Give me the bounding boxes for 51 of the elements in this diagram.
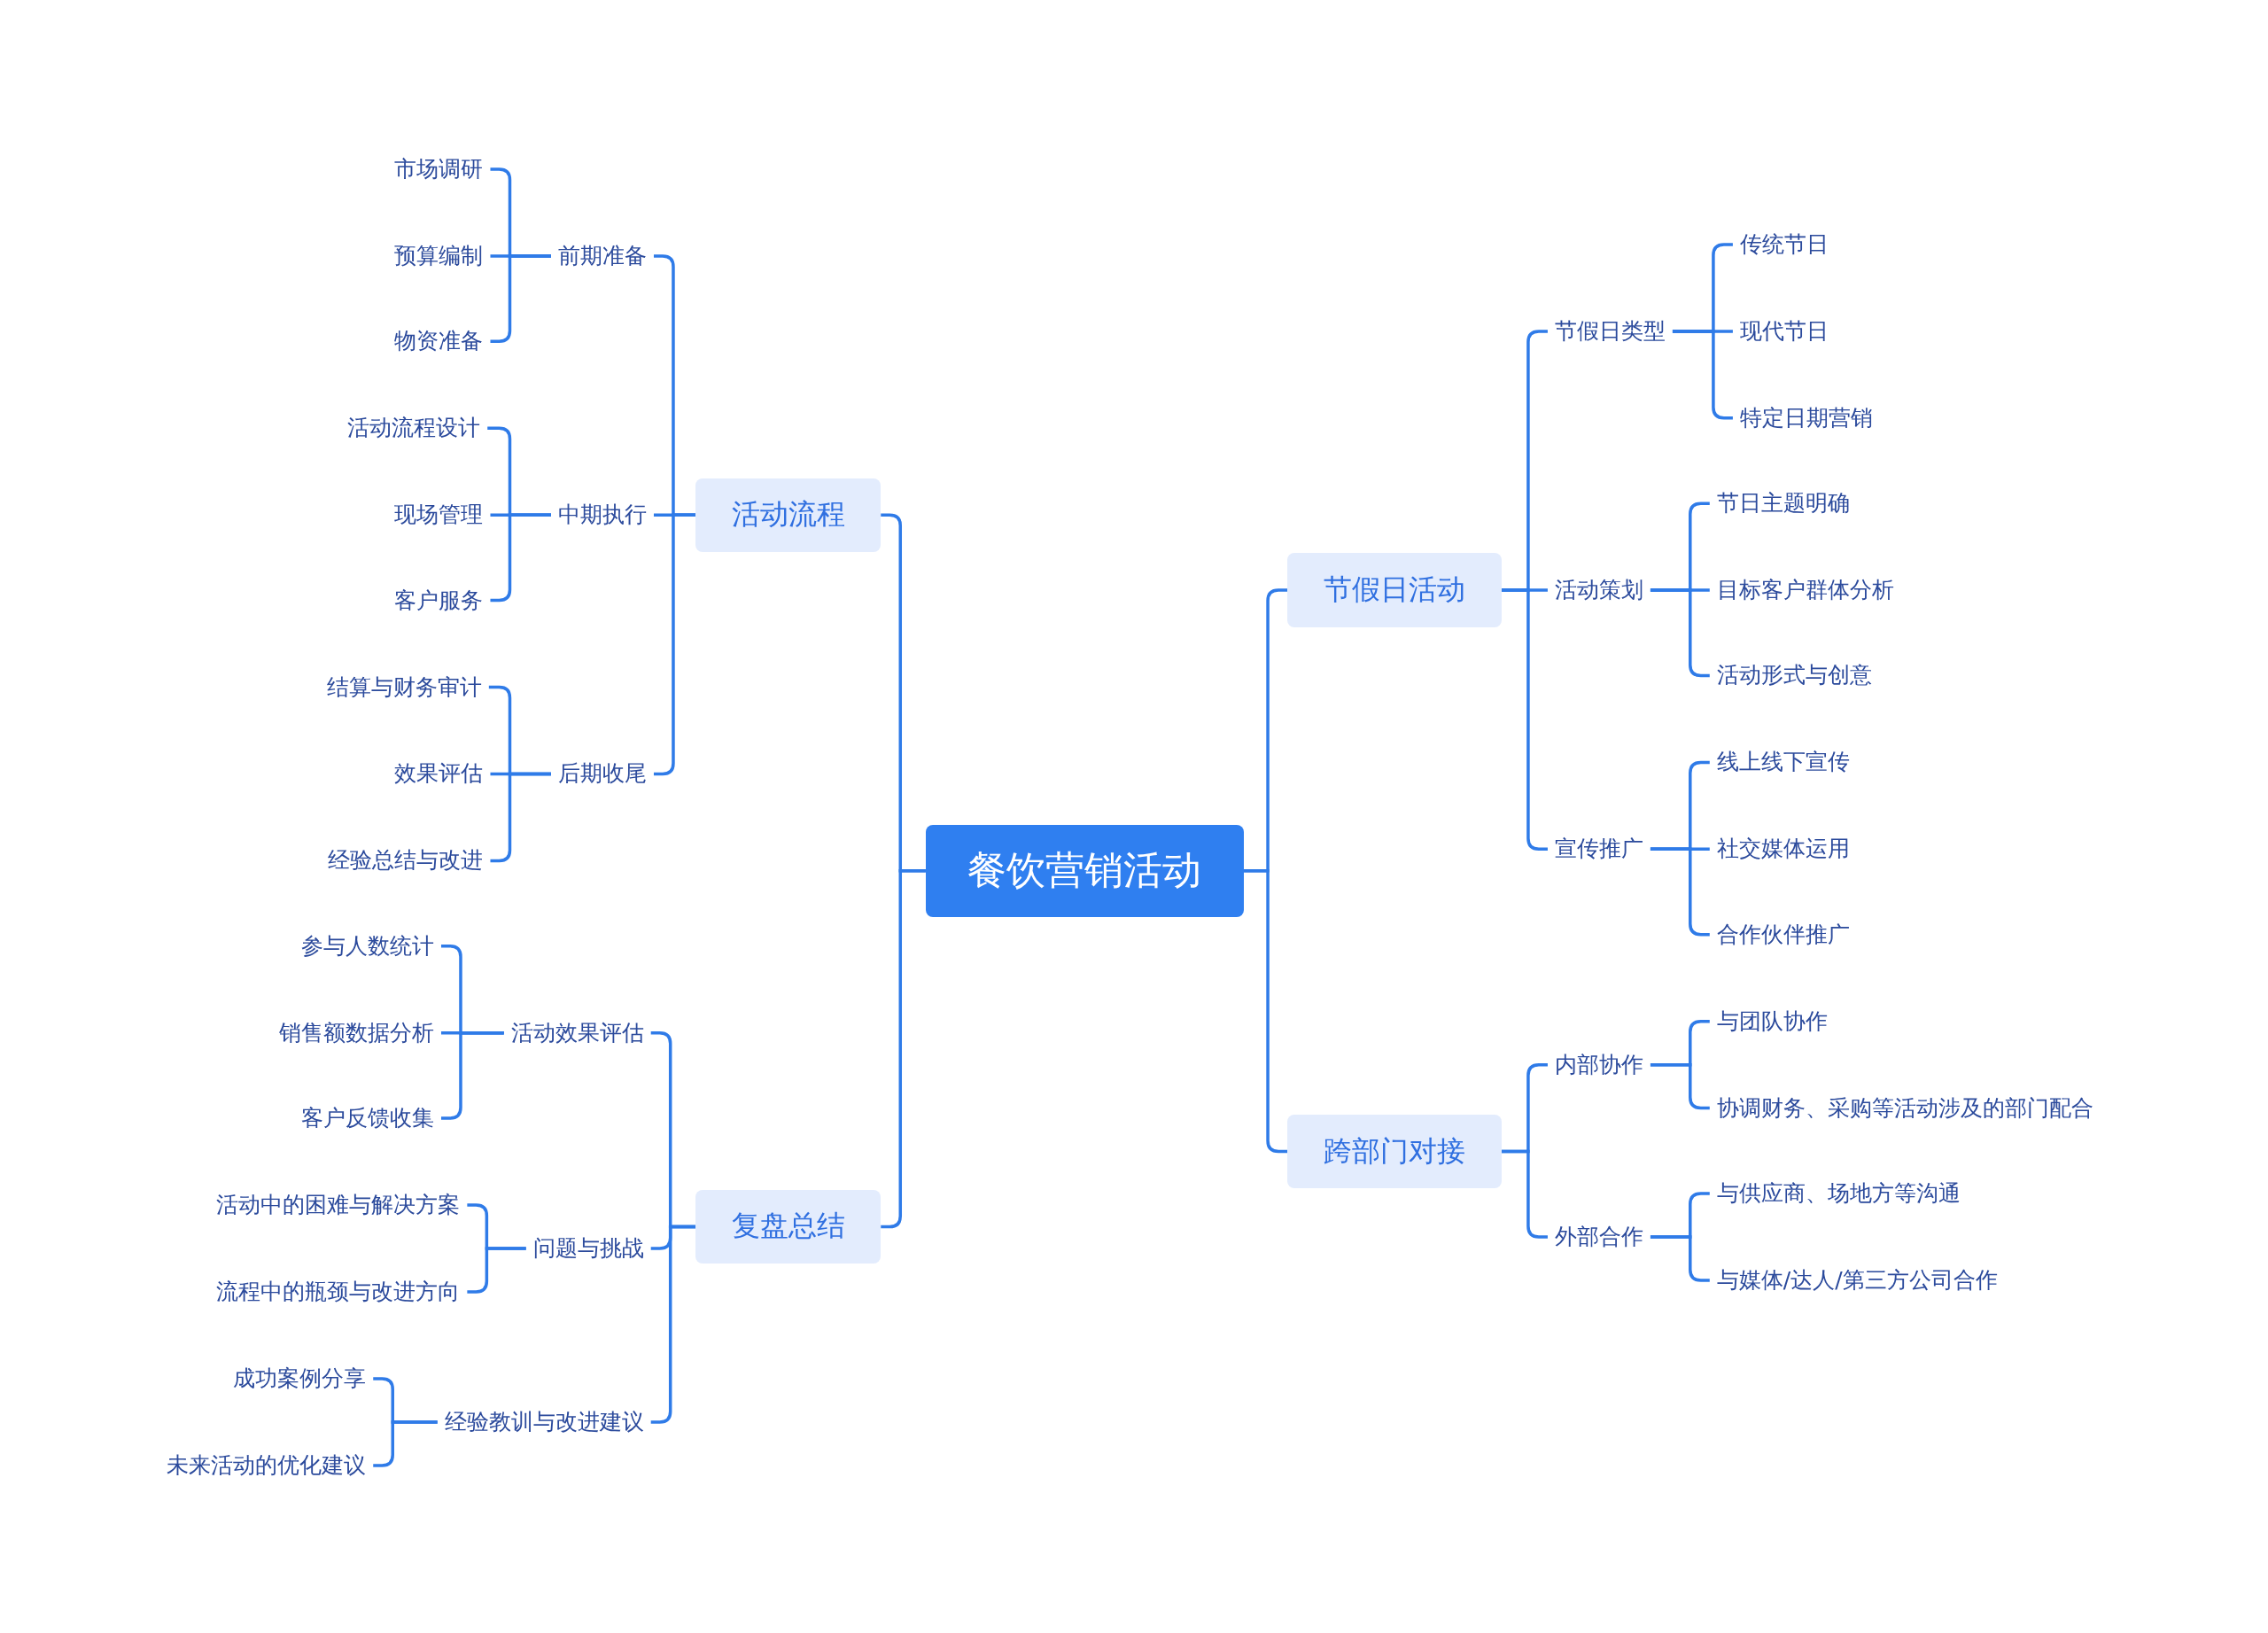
topic-label: 社交媒体运用 <box>1709 834 1857 865</box>
connector-line <box>881 869 926 1229</box>
topic-label: 活动形式与创意 <box>1709 660 1879 691</box>
topic-label: 经验总结与改进 <box>321 845 491 876</box>
topic-label: 经验教训与改进建议 <box>437 1406 651 1437</box>
topic-label: 预算编制 <box>387 240 491 271</box>
topic-label: 外部合作 <box>1547 1221 1651 1252</box>
topic-label: 后期收尾 <box>550 758 654 789</box>
connector-line <box>373 1420 438 1467</box>
topic-label: 节日主题明确 <box>1709 488 1857 519</box>
topic-label: 目标客户群体分析 <box>1709 575 1901 606</box>
topic-label: 内部协作 <box>1547 1049 1651 1080</box>
topic-label: 传统节日 <box>1732 229 1836 260</box>
topic-label: 参与人数统计 <box>293 930 441 961</box>
topic-label: 现代节日 <box>1732 315 1836 346</box>
topic-label: 活动流程设计 <box>340 413 488 444</box>
topic-box: 跨部门对接 <box>1287 1114 1502 1189</box>
topic-label: 流程中的瓶颈与改进方向 <box>209 1276 468 1307</box>
topic-box: 节假日活动 <box>1287 553 1502 627</box>
topic-label: 特定日期营销 <box>1732 402 1880 433</box>
topic-label: 问题与挑战 <box>525 1233 651 1264</box>
connector-line <box>1650 1235 1710 1282</box>
topic-label: 节假日类型 <box>1547 315 1673 346</box>
topic-label: 活动策划 <box>1547 575 1651 606</box>
topic-label: 效果评估 <box>387 758 491 789</box>
topic-box: 复盘总结 <box>695 1189 882 1264</box>
topic-label: 销售额数据分析 <box>271 1017 441 1048</box>
connector-line <box>467 1247 526 1294</box>
topic-label: 物资准备 <box>387 326 491 357</box>
topic-label: 前期准备 <box>550 240 654 271</box>
topic-box: 活动流程 <box>695 478 882 552</box>
connector-line <box>1244 869 1288 1154</box>
topic-label: 成功案例分享 <box>226 1363 374 1394</box>
topic-label: 活动中的困难与解决方案 <box>209 1190 468 1220</box>
topic-label: 未来活动的优化建议 <box>159 1450 374 1481</box>
topic-label: 合作伙伴推广 <box>1709 919 1857 950</box>
central-topic-box: 餐饮营销活动 <box>925 824 1245 918</box>
topic-label: 客户反馈收集 <box>293 1103 441 1134</box>
topic-label: 协调财务、采购等活动涉及的部门配合 <box>1709 1093 2101 1124</box>
topic-label: 中期执行 <box>550 500 654 531</box>
topic-label: 客户服务 <box>387 585 491 616</box>
topic-label: 活动效果评估 <box>503 1017 651 1048</box>
topic-label: 现场管理 <box>387 500 491 531</box>
topic-label: 与团队协作 <box>1709 1006 1835 1037</box>
topic-label: 线上线下宣传 <box>1709 747 1857 778</box>
topic-label: 与供应商、场地方等沟通 <box>1709 1178 1968 1209</box>
topic-label: 市场调研 <box>387 154 491 184</box>
topic-label: 结算与财务审计 <box>319 672 489 703</box>
connector-line <box>1650 1062 1710 1110</box>
topic-label: 宣传推广 <box>1547 834 1651 865</box>
topic-label: 与媒体/达人/第三方公司合作 <box>1709 1264 2005 1295</box>
